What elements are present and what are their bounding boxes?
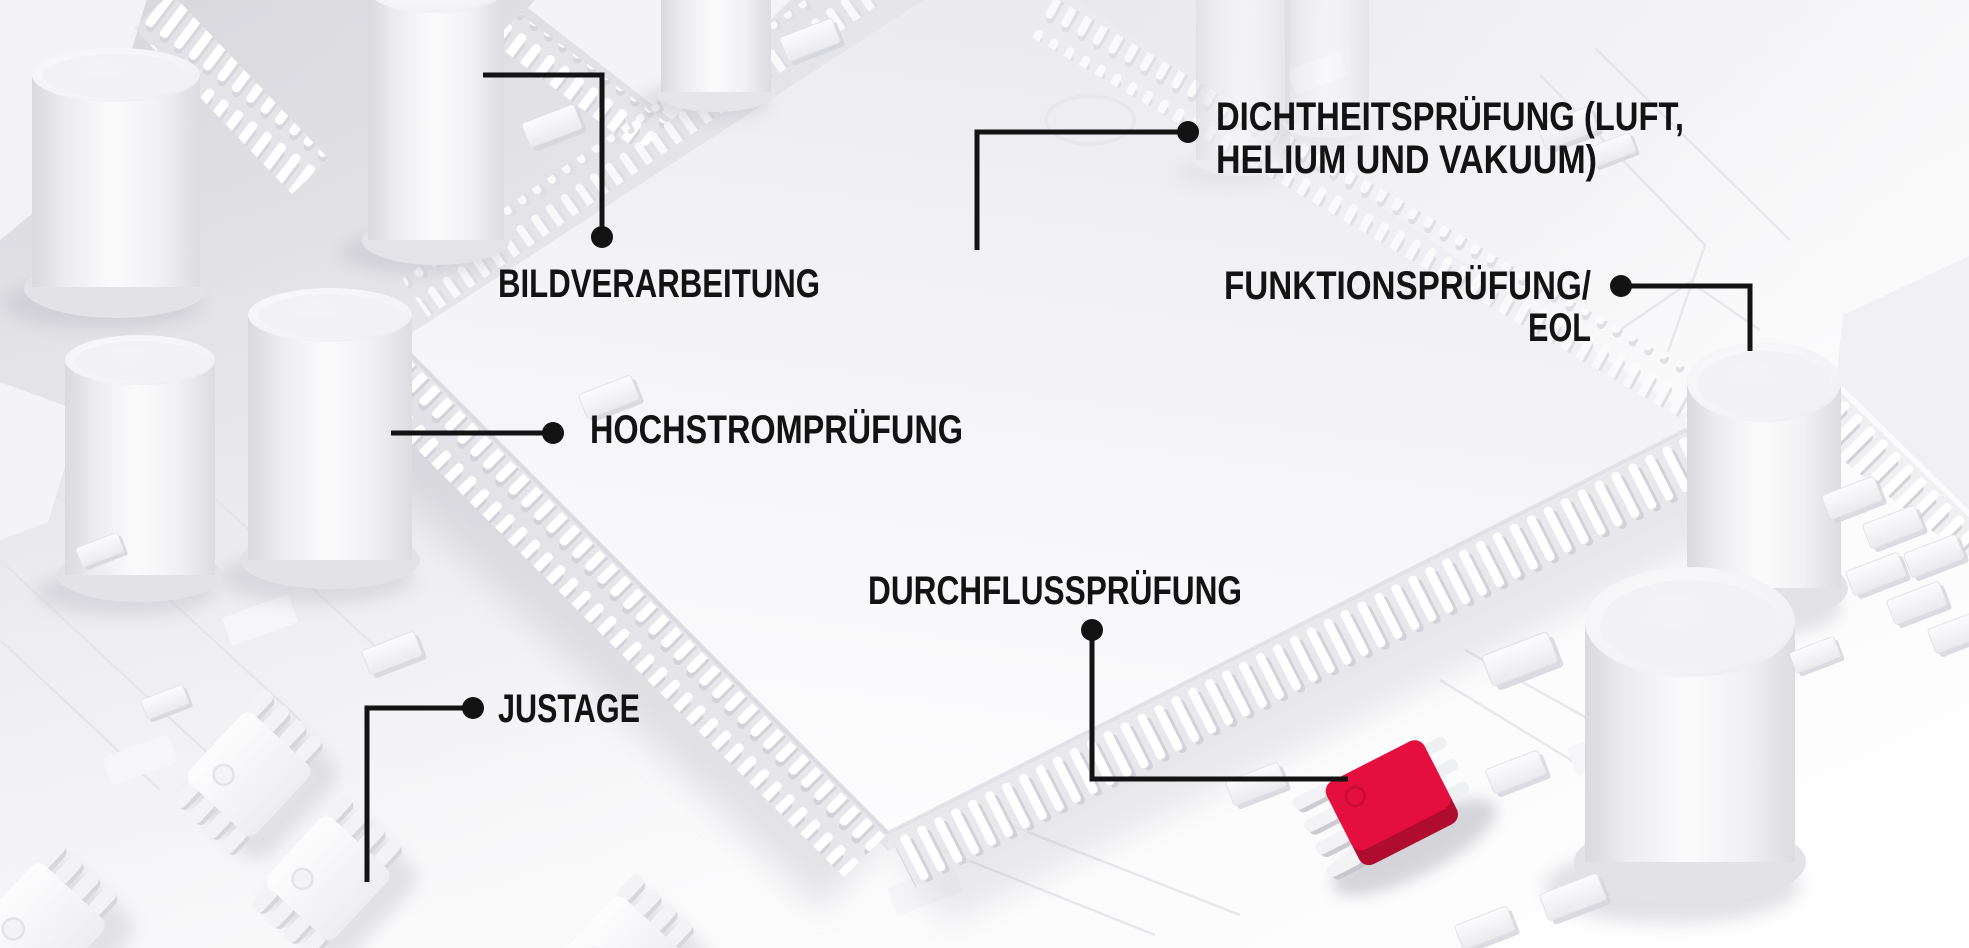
label-justage: JUSTAGE [498,687,640,731]
callout-dot [1081,619,1103,641]
callout-funktionspruefung: FUNKTIONSPRÜFUNG/ EOL [1224,263,1753,351]
callout-dot [542,422,564,444]
red-chip-top-face [1325,740,1451,851]
callout-dichtheitspruefung: DICHTHEITSPRÜFUNG (LUFT, HELIUM UND VAKU… [974,94,1684,250]
callout-line [1621,283,1753,351]
callout-dot [1610,275,1632,297]
label-funktionspruefung-line1: FUNKTIONSPRÜFUNG/ [1224,263,1591,308]
capacitor [340,0,510,274]
callout-line [364,705,473,882]
callout-dot [1177,121,1199,143]
callout-line [1089,636,1348,782]
callout-dot [591,226,613,248]
capacitor [218,288,420,604]
capacitor [638,0,776,120]
label-funktionspruefung-line2: EOL [1528,306,1591,350]
red-highlight-chip [1292,736,1497,896]
label-dichtheitspruefung-line1: DICHTHEITSPRÜFUNG (LUFT, [1216,94,1684,139]
callouts: BILDVERARBEITUNG DICHTHEITSPRÜFUNG (LUFT… [364,72,1753,882]
label-dichtheitspruefung-line2: HELIUM UND VAKUUM) [1216,138,1597,182]
capacitor [1173,0,1292,187]
red-chip-pin1-indent [1344,785,1366,807]
label-durchflusspruefung: DURCHFLUSSPRÜFUNG [868,568,1242,613]
cpu-pin-row-lower-right [890,427,1728,888]
capacitor [1544,567,1806,924]
capacitor [36,335,223,616]
capacitor [2,48,208,329]
label-hochstrompruefung: HOCHSTROMPRÜFUNG [590,407,963,452]
left-edge-flat-chip [0,382,82,540]
callout-line [974,129,1188,250]
cpu-pin-row-lower-left [354,345,885,877]
capacitors [2,0,1371,616]
callout-justage: JUSTAGE [364,687,640,882]
red-chip-pins [1292,736,1470,880]
callout-durchflusspruefung: DURCHFLUSSPRÜFUNG [868,568,1348,782]
cpu-chip-pin1-indent [1044,94,1136,146]
callout-hochstrompruefung: HOCHSTROMPRÜFUNG [391,407,963,452]
callout-line [483,72,605,232]
label-bildverarbeitung: BILDVERARBEITUNG [498,262,820,306]
callout-dot [462,697,484,719]
callout-bildverarbeitung: BILDVERARBEITUNG [483,72,820,306]
capacitor [1263,0,1371,147]
